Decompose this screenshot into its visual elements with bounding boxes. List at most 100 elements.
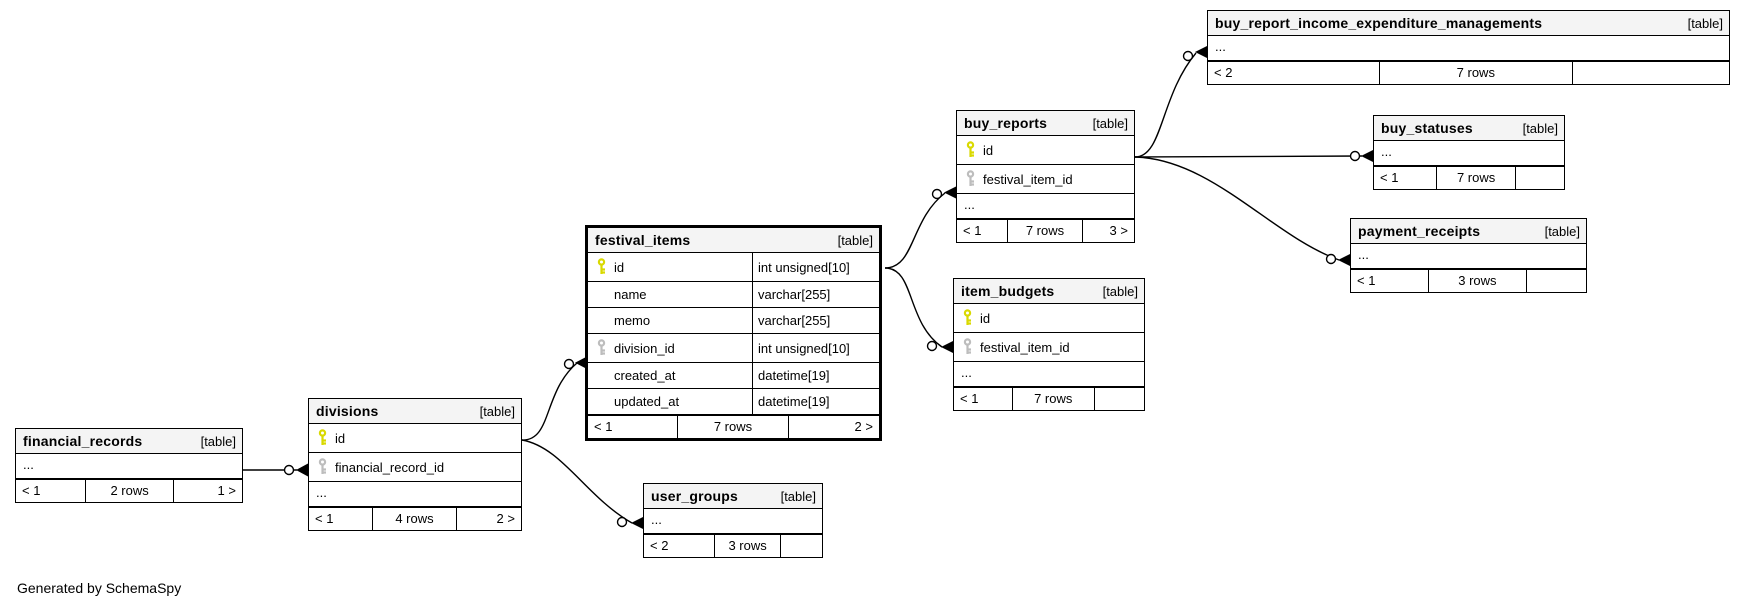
table-name: festival_items [595, 232, 691, 248]
entity-buy-report-income-expenditure-managements[interactable]: buy_report_income_expenditure_management… [1207, 10, 1730, 85]
footer-row-count: 3 rows [1429, 270, 1528, 292]
columns-ellipsis: ... [309, 482, 521, 507]
entity-user-groups[interactable]: user_groups [table] ... < 2 3 rows [643, 483, 823, 558]
relation-festival-items-item-budgets [884, 267, 953, 353]
primary-key-icon [962, 309, 973, 327]
entity-buy-statuses[interactable]: buy_statuses [table] ... < 1 7 rows [1373, 115, 1565, 190]
column-name: updated_at [614, 394, 680, 409]
table-header: buy_statuses [table] [1374, 116, 1564, 141]
table-type-label: [table] [1102, 283, 1138, 299]
column-row-festival-item-id: festival_item_id [957, 165, 1134, 194]
column-name: festival_item_id [980, 339, 1070, 355]
footer-parents-count: 2 > [854, 419, 873, 434]
footer-row-count: 3 rows [715, 535, 782, 557]
primary-key-icon [596, 258, 607, 276]
columns-ellipsis: ... [16, 454, 242, 479]
column-name: created_at [614, 368, 676, 383]
entity-item-budgets[interactable]: item_budgets [table] id festival_item_id… [953, 278, 1145, 411]
column-name: memo [614, 313, 651, 328]
column-type: int unsigned[10] [752, 334, 879, 362]
footer-children-count: < 1 [1374, 167, 1437, 189]
column-name: financial_record_id [335, 459, 445, 475]
table-header: item_budgets [table] [954, 279, 1144, 304]
column-name: id [614, 259, 625, 275]
footer-children-count: < 1 [588, 416, 679, 438]
column-row-id: id [954, 304, 1144, 333]
footer-parents-count [1516, 167, 1564, 189]
footer-children-count: < 1 [16, 480, 87, 502]
foreign-key-icon [317, 458, 328, 476]
table-footer: < 1 7 rows [1374, 166, 1564, 189]
relation-festival-items-buy-reports [884, 186, 956, 269]
footer-row-count: 7 rows [1437, 167, 1517, 189]
column-row-id: id [957, 136, 1134, 165]
footer-children-count: < 1 [309, 508, 373, 530]
columns-ellipsis: ... [954, 362, 1144, 387]
column-row-financial-record-id: financial_record_id [309, 453, 521, 482]
column-name: id [980, 310, 991, 326]
entity-financial-records[interactable]: financial_records [table] ... < 1 2 rows… [15, 428, 243, 503]
table-footer: < 1 7 rows [954, 387, 1144, 410]
footer-parents-count [1527, 270, 1586, 292]
column-type: datetime[19] [752, 363, 879, 388]
foreign-key-icon [965, 170, 976, 188]
table-footer: < 1 4 rows 2 > [309, 507, 521, 530]
footer-children-count: < 1 [954, 388, 1013, 410]
table-header: buy_reports [table] [957, 111, 1134, 136]
column-type: int unsigned[10] [752, 253, 879, 281]
columns-ellipsis: ... [1208, 36, 1729, 61]
table-footer: < 1 7 rows 2 > [588, 415, 879, 438]
table-type-label: [table] [837, 232, 873, 248]
footer-parents-count [1095, 388, 1144, 410]
primary-key-icon [965, 141, 976, 159]
column-row-id: id int unsigned[10] [588, 253, 879, 282]
column-row-name: name varchar[255] [588, 282, 879, 308]
column-type: datetime[19] [752, 389, 879, 414]
column-name: id [335, 430, 346, 446]
column-row-division-id: division_id int unsigned[10] [588, 334, 879, 363]
relation-divisions-user-groups [521, 439, 643, 529]
footer-row-count: 2 rows [86, 480, 175, 502]
foreign-key-icon [962, 338, 973, 356]
column-type: varchar[255] [752, 308, 879, 333]
table-type-label: [table] [200, 433, 236, 449]
footer-parents-count: 2 > [496, 511, 515, 526]
entity-divisions[interactable]: divisions [table] id financial_record_id… [308, 398, 522, 531]
table-name: item_budgets [961, 283, 1055, 299]
footer-row-count: 7 rows [1008, 220, 1083, 242]
footer-row-count: 7 rows [1013, 388, 1095, 410]
table-name: divisions [316, 403, 379, 419]
table-name: user_groups [651, 488, 738, 504]
table-footer: < 1 3 rows [1351, 269, 1586, 292]
table-type-label: [table] [1092, 115, 1128, 131]
table-header: payment_receipts [table] [1351, 219, 1586, 244]
table-type-label: [table] [1687, 15, 1723, 31]
footer-children-count: < 1 [957, 220, 1009, 242]
entity-festival-items[interactable]: festival_items [table] id int unsigned[1… [585, 225, 882, 441]
footer-row-count: 7 rows [678, 416, 789, 438]
footer-row-count: 7 rows [1380, 62, 1573, 84]
table-type-label: [table] [479, 403, 515, 419]
table-footer: < 1 7 rows 3 > [957, 219, 1134, 242]
relation-buy-reports-buy-statuses [1134, 150, 1373, 162]
entity-payment-receipts[interactable]: payment_receipts [table] ... < 1 3 rows [1350, 218, 1587, 293]
primary-key-icon [317, 429, 328, 447]
columns-ellipsis: ... [1351, 244, 1586, 269]
entity-buy-reports[interactable]: buy_reports [table] id festival_item_id … [956, 110, 1135, 243]
footer-children-count: < 1 [1351, 270, 1429, 292]
foreign-key-icon [596, 339, 607, 357]
column-name: festival_item_id [983, 171, 1073, 187]
table-name: buy_statuses [1381, 120, 1473, 136]
table-type-label: [table] [1544, 223, 1580, 239]
column-row-created-at: created_at datetime[19] [588, 363, 879, 389]
columns-ellipsis: ... [644, 509, 822, 534]
footer-parents-count: 1 > [217, 483, 236, 498]
table-footer: < 2 7 rows [1208, 61, 1729, 84]
table-footer: < 2 3 rows [644, 534, 822, 557]
table-type-label: [table] [780, 488, 816, 504]
table-header: financial_records [table] [16, 429, 242, 454]
column-name: id [983, 142, 994, 158]
column-row-id: id [309, 424, 521, 453]
